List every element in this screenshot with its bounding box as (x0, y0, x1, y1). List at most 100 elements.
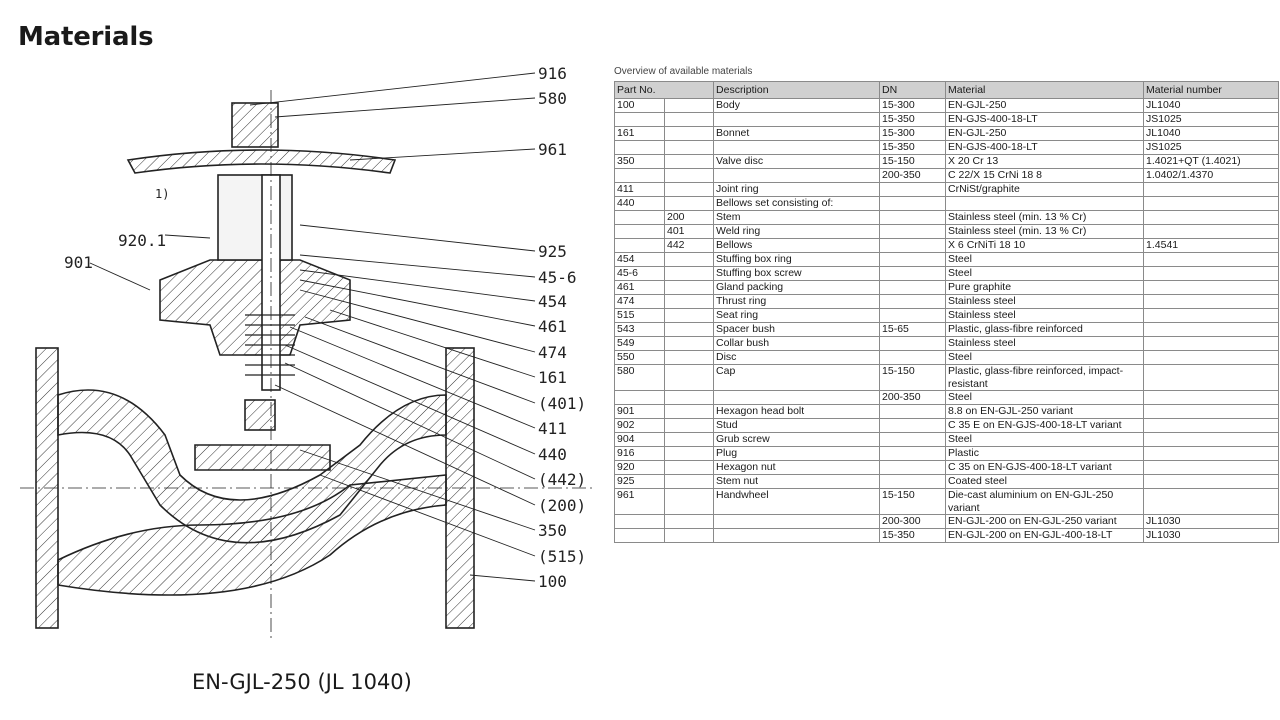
part-label: 920.1 (118, 231, 166, 250)
cell-description: Bonnet (713, 126, 881, 141)
cell-dn: 15-350 (879, 112, 947, 127)
cell-dn: 15-150 (879, 364, 947, 391)
cell-material: EN-GJL-200 on EN-GJL-400-18-LT (945, 528, 1145, 543)
cell-material: EN-GJS-400-18-LT (945, 112, 1145, 127)
cell-material-number (1143, 224, 1280, 239)
cell-sub-part-no (663, 266, 715, 281)
cell-part-no (614, 140, 665, 155)
cell-material: Stainless steel (945, 308, 1145, 323)
cell-dn: 15-300 (879, 98, 947, 113)
cell-description: Stuffing box ring (713, 252, 881, 267)
cell-material-number: JS1025 (1143, 112, 1280, 127)
cell-part-no: 920 (614, 460, 665, 475)
cell-part-no: 350 (614, 154, 665, 169)
part-label: 580 (538, 89, 567, 108)
cell-dn (879, 224, 947, 239)
cell-material-number: 1.4541 (1143, 238, 1280, 253)
table-row: 515 Seat ring Stainless steel (614, 308, 1280, 323)
part-label: 45-6 (538, 268, 577, 287)
cell-material: Stainless steel (945, 336, 1145, 351)
cell-dn (879, 196, 947, 211)
cell-sub-part-no (663, 336, 715, 351)
cell-sub-part-no: 200 (663, 210, 715, 225)
cell-material: EN-GJL-250 (945, 126, 1145, 141)
cell-description: Seat ring (713, 308, 881, 323)
cell-sub-part-no (663, 364, 715, 391)
cell-material: Steel (945, 350, 1145, 365)
cell-part-no: 161 (614, 126, 665, 141)
cell-description: Handwheel (713, 488, 881, 515)
cell-sub-part-no (663, 432, 715, 447)
cell-description (713, 140, 881, 155)
cell-part-no: 515 (614, 308, 665, 323)
cell-material: EN-GJL-250 (945, 98, 1145, 113)
cell-material: Steel (945, 266, 1145, 281)
cell-dn (879, 474, 947, 489)
cell-material-number: 1.4021+QT (1.4021) (1143, 154, 1280, 169)
cell-material: EN-GJL-200 on EN-GJL-250 variant (945, 514, 1145, 529)
cell-sub-part-no (663, 460, 715, 475)
cell-sub-part-no (663, 514, 715, 529)
cell-material-number (1143, 418, 1280, 433)
cell-dn (879, 460, 947, 475)
cell-part-no: 461 (614, 280, 665, 295)
cell-sub-part-no (663, 322, 715, 337)
cell-sub-part-no: 401 (663, 224, 715, 239)
cell-material-number (1143, 404, 1280, 419)
cell-description: Bellows (713, 238, 881, 253)
cell-part-no (614, 210, 665, 225)
cell-part-no: 549 (614, 336, 665, 351)
part-label: 440 (538, 445, 567, 464)
cell-description: Plug (713, 446, 881, 461)
cell-part-no: 100 (614, 98, 665, 113)
cell-part-no: 440 (614, 196, 665, 211)
cell-sub-part-no (663, 308, 715, 323)
cell-material: C 35 E on EN-GJS-400-18-LT variant (945, 418, 1145, 433)
part-label: 100 (538, 572, 567, 591)
cell-description: Stem nut (713, 474, 881, 489)
cell-dn: 15-150 (879, 488, 947, 515)
cell-sub-part-no (663, 112, 715, 127)
part-label: 161 (538, 368, 567, 387)
cell-description: Stem (713, 210, 881, 225)
cell-sub-part-no (663, 446, 715, 461)
cell-dn (879, 252, 947, 267)
cell-sub-part-no (663, 126, 715, 141)
cell-material: 8.8 on EN-GJL-250 variant (945, 404, 1145, 419)
cell-dn (879, 266, 947, 281)
cell-sub-part-no (663, 252, 715, 267)
part-label: (401) (538, 394, 586, 413)
cell-material-number: JL1040 (1143, 98, 1280, 113)
part-label: 901 (64, 253, 93, 272)
cell-sub-part-no (663, 154, 715, 169)
cell-part-no: 902 (614, 418, 665, 433)
cell-material: C 22/X 15 CrNi 18 8 (945, 168, 1145, 183)
cell-description: Cap (713, 364, 881, 391)
cell-part-no: 580 (614, 364, 665, 391)
cell-part-no: 474 (614, 294, 665, 309)
cell-part-no: 961 (614, 488, 665, 515)
cell-material: Plastic (945, 446, 1145, 461)
cell-description (713, 390, 881, 405)
cell-dn (879, 280, 947, 295)
cell-part-no: 411 (614, 182, 665, 197)
cell-material-number: JS1025 (1143, 140, 1280, 155)
cell-description: Hexagon nut (713, 460, 881, 475)
cell-description: Grub screw (713, 432, 881, 447)
cell-material-number (1143, 488, 1280, 515)
part-label: 454 (538, 292, 567, 311)
cell-material: Plastic, glass-fibre reinforced (945, 322, 1145, 337)
cell-dn (879, 210, 947, 225)
